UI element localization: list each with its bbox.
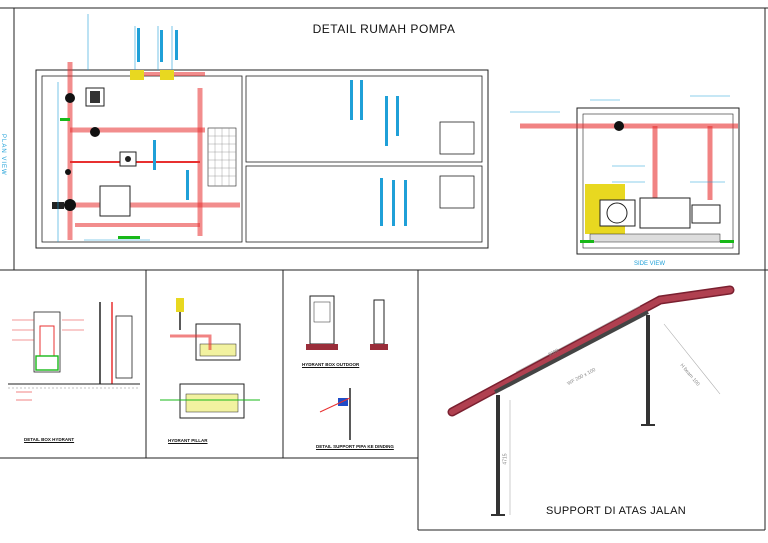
support-wall-label: DETAIL SUPPORT PIPA KE DINDING [316, 444, 394, 449]
support-road-3d [447, 285, 735, 516]
height-dimension: 4715 [502, 453, 509, 465]
detail-hydrant-pillar [160, 298, 260, 419]
drawing-title: DETAIL RUMAH POMPA [312, 22, 456, 36]
hydrant-box-outdoor-label: HYDRANT BOX OUTDOOR [302, 362, 360, 367]
detail-box-hydrant-label: DETAIL BOX HYDRANT [24, 437, 75, 442]
detail-hydrant-box-outdoor [306, 295, 388, 440]
detail-hydrant-box [8, 302, 140, 401]
hydrant-pillar-label: HYDRANT PILLAR [168, 438, 208, 443]
sheet-frame [0, 7, 768, 531]
plan-view [35, 14, 489, 249]
side-view [510, 95, 740, 255]
support-road-label: SUPPORT DI ATAS JALAN [546, 505, 686, 517]
side-view-label: SIDE VIEW [634, 261, 666, 267]
plan-view-label: PLAN VIEW [0, 134, 6, 176]
